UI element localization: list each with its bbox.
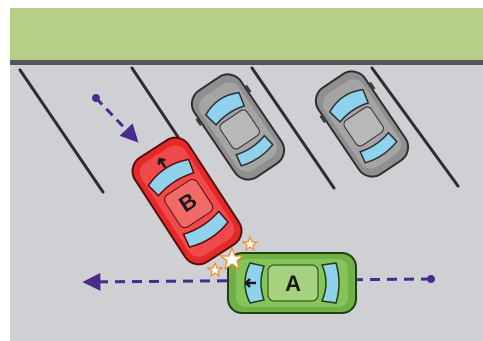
grass-strip <box>10 8 483 60</box>
curb <box>10 60 483 65</box>
car-a-label: A <box>285 271 301 296</box>
car-a: A <box>228 253 356 313</box>
